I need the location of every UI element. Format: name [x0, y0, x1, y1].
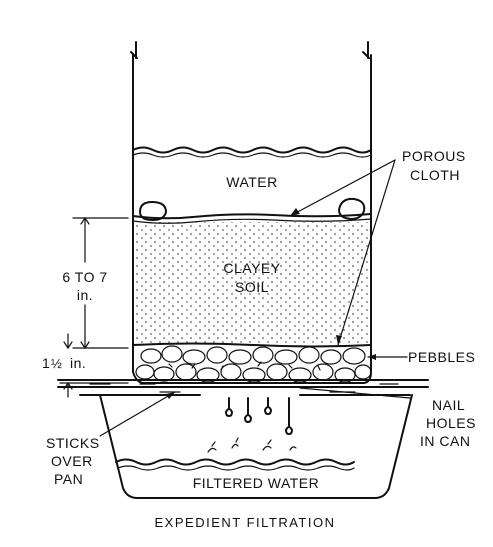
leader-arrowheads [166, 208, 376, 399]
clayey-label: CLAYEY [223, 260, 280, 276]
upper-porous-cloth [132, 213, 372, 220]
pebble-depth-unit: in. [70, 355, 86, 371]
water-label: WATER [226, 174, 278, 190]
clayey-soil [135, 222, 369, 344]
leader-lines [99, 159, 411, 437]
cloth-weight-stones [139, 197, 366, 221]
pebble-depth-whole: 1 [42, 355, 50, 371]
lower-porous-cloth [132, 342, 372, 348]
filtered-water-label: FILTERED WATER [193, 475, 320, 491]
soil-depth-dimension [72, 216, 129, 350]
pebbles-layer [135, 345, 372, 383]
soil-depth-label-2: in. [77, 287, 93, 303]
pan [99, 394, 413, 499]
pebble-depth-dimension [59, 333, 129, 398]
soil-depth-label-1: 6 TO 7 [62, 269, 107, 285]
water-drips [225, 397, 293, 435]
water-surface [132, 146, 372, 154]
pebbles-label: PEBBLES [408, 349, 475, 365]
can-handles [130, 41, 370, 59]
cloth-label: CLOTH [410, 167, 460, 183]
soil-label: SOIL [235, 279, 269, 295]
splashes [207, 437, 297, 453]
sticks-label: STICKS [46, 435, 100, 451]
pan-label: PAN [54, 471, 83, 487]
nail-label: NAIL [432, 397, 465, 413]
sticks-over-pan [57, 379, 429, 396]
over-label: OVER [51, 453, 93, 469]
pebble-depth-fraction: ½ [51, 356, 62, 371]
porous-label: POROUS [402, 148, 466, 164]
diagram-caption: EXPEDIENT FILTRATION [155, 515, 336, 530]
holes-label: HOLES [426, 415, 476, 431]
in-can-label: IN CAN [420, 433, 470, 449]
